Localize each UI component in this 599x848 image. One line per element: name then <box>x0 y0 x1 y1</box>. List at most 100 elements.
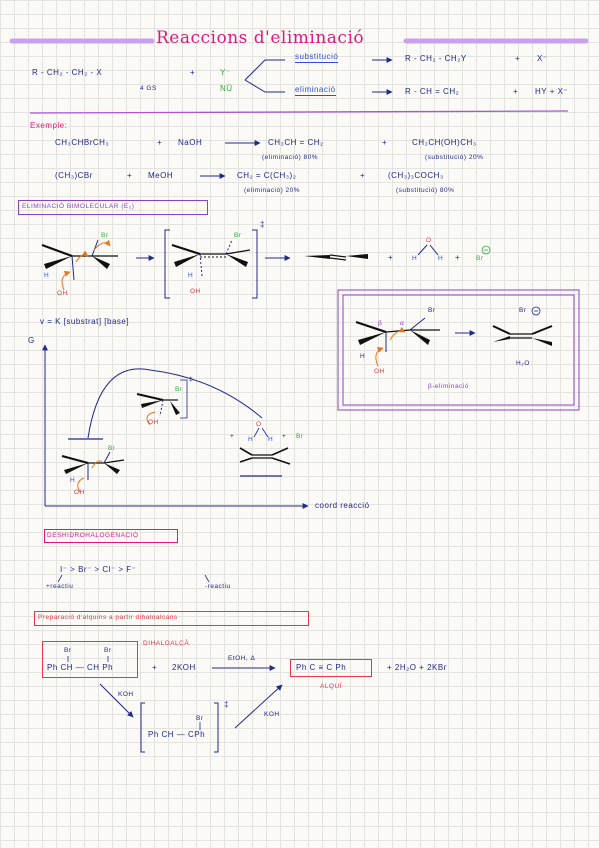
page-title: Reaccions d'eliminació <box>156 28 365 48</box>
example-2-product-1-note: (eliminació) 20% <box>244 187 301 194</box>
example-1-product-2-note: (substitució) 20% <box>425 154 484 161</box>
water-drawing <box>417 244 439 256</box>
example-1-reactant: CH₃CHBrCH₃ <box>55 138 110 147</box>
example-1-plus: + <box>157 138 163 147</box>
energy-product-plus-1: + <box>230 433 235 440</box>
intermediate-br: Br <box>196 715 204 722</box>
fork-upper <box>244 59 285 81</box>
example-1-product-1: CH₃CH = CH₂ <box>268 138 324 147</box>
br-charge-circle <box>481 245 491 255</box>
energy-curve <box>87 368 263 439</box>
e2-substrate-drawing <box>41 239 118 291</box>
beta-substrate-br: Br <box>428 307 436 314</box>
alkyne-heading-box <box>34 611 309 626</box>
e2-product-br: Br <box>476 255 484 262</box>
example-2-plus-2: + <box>360 171 366 180</box>
intermediate-bracket-right <box>214 702 219 753</box>
e2-ts-h: H <box>188 272 194 279</box>
example-heading: Exemple: <box>30 121 68 130</box>
dihalo-br-right: Br <box>104 647 112 654</box>
intermediate-bracket-left <box>140 702 145 753</box>
water-h-right: H <box>438 255 444 262</box>
general-gs-note: 4 GS <box>140 85 157 92</box>
path-substitution-product: R - CH₂ - CH₂Y <box>405 54 467 63</box>
beta-box-outer <box>337 289 580 411</box>
energy-x-label: coord reacció <box>315 501 370 510</box>
koh-step-1: KOH <box>118 691 134 698</box>
alkyne-conditions: EtOH, Δ <box>228 655 256 662</box>
beta-box-inner <box>342 294 575 406</box>
section-divider <box>29 110 569 114</box>
energy-product-o: O <box>256 421 262 428</box>
more-reactive-label: +reactiu <box>46 583 74 590</box>
halide-reactivity-order: I⁻ > Br⁻ > Cl⁻ > F⁻ <box>60 565 137 574</box>
alkyne-product: Ph C ≡ C Ph <box>296 663 347 672</box>
alkyne-reagent: 2KOH <box>172 663 196 672</box>
dihalo-box <box>42 641 138 678</box>
beta-alkene-drawing <box>492 325 553 346</box>
dehydro-heading: DESHIDROHALOGENACIÓ <box>47 532 139 539</box>
energy-ts-drawing <box>136 379 188 426</box>
example-2-reagent: MeOH <box>148 171 174 180</box>
alkyne-product-box <box>290 659 372 677</box>
more-reactive-tick <box>57 574 63 583</box>
beta-carbon-label: β <box>378 320 383 327</box>
e2-ts-mark: ‡ <box>260 220 265 229</box>
intermediate-bromoalkene: Ph CH — CPh <box>148 730 206 739</box>
energy-reactant-oh: OH <box>74 489 85 496</box>
ts-bracket-left <box>164 229 170 299</box>
alkyne-step1-arrow <box>99 683 134 718</box>
example-2-product-1: CH₂ = C(CH₃)₂ <box>237 171 297 180</box>
less-reactive-label: -reactiu <box>205 583 231 590</box>
e2-ts-br: Br <box>234 232 242 239</box>
beta-substrate-oh: OH <box>374 368 385 375</box>
dihalo-br-left: Br <box>64 647 72 654</box>
e2-ts-oh: OH <box>190 288 201 295</box>
example-2-product-2-note: (substitució) 80% <box>396 187 455 194</box>
e2-substrate-h: H <box>44 272 50 279</box>
ts-bracket-right <box>252 229 258 299</box>
alkyne-byproducts: + 2H₂O + 2KBr <box>387 663 447 672</box>
path-elimination-plus: + <box>513 87 519 96</box>
path-elimination-label: eliminació <box>295 85 336 96</box>
general-reagent-bottom: NÜ <box>220 84 233 93</box>
energy-reactant-br: Br <box>108 445 116 452</box>
beta-substrate-drawing <box>355 317 440 367</box>
example-1-product-2: CH₃CH(OH)CH₃ <box>412 138 477 147</box>
e2-product-plus-2: + <box>455 253 461 262</box>
e2-heading-box <box>18 200 208 215</box>
dihalo-reactant: Ph CH — CH Ph <box>47 663 114 672</box>
less-reactive-tick <box>204 574 210 583</box>
general-plus: + <box>190 68 196 77</box>
general-reagent-top: Y⁻ <box>220 68 231 77</box>
alpha-carbon-label: α <box>400 320 405 327</box>
path-substitution-plus: + <box>515 54 521 63</box>
example-2-reactant: (CH₃)CBr <box>55 171 93 180</box>
example-1-plus-2: + <box>382 138 388 147</box>
energy-product-h-left: H <box>248 436 254 443</box>
energy-product-plus-2: + <box>282 433 287 440</box>
e2-alkene-drawing <box>304 254 368 261</box>
energy-reactant-drawing <box>61 451 125 493</box>
path-substitution-label: substitució <box>295 52 339 63</box>
energy-product-br: Br <box>296 433 304 440</box>
e2-substrate-br: Br <box>101 232 109 239</box>
energy-ts-mark: ‡ <box>189 376 194 383</box>
energy-product-drawing <box>239 427 291 465</box>
energy-ts-br: Br <box>175 386 183 393</box>
energy-y-label: G <box>28 336 35 345</box>
energy-reactant-h: H <box>70 477 76 484</box>
alkyne-product-label: ALQUÍ <box>320 683 343 690</box>
water-o: O <box>426 237 432 244</box>
e2-product-plus-1: + <box>388 253 394 262</box>
alkyne-plus: + <box>152 663 158 672</box>
energy-product-h-right: H <box>268 436 274 443</box>
koh-step-2: KOH <box>264 711 280 718</box>
rate-law: v = K [substrat] [base] <box>40 317 130 326</box>
path-elimination-tail: HY + X⁻ <box>535 87 569 96</box>
beta-product-br: Br <box>519 307 527 314</box>
general-substrate: R - CH₂ - CH₂ - X <box>32 68 103 77</box>
water-h-left: H <box>412 255 418 262</box>
intermediate-ts-mark: ‡ <box>224 700 229 709</box>
